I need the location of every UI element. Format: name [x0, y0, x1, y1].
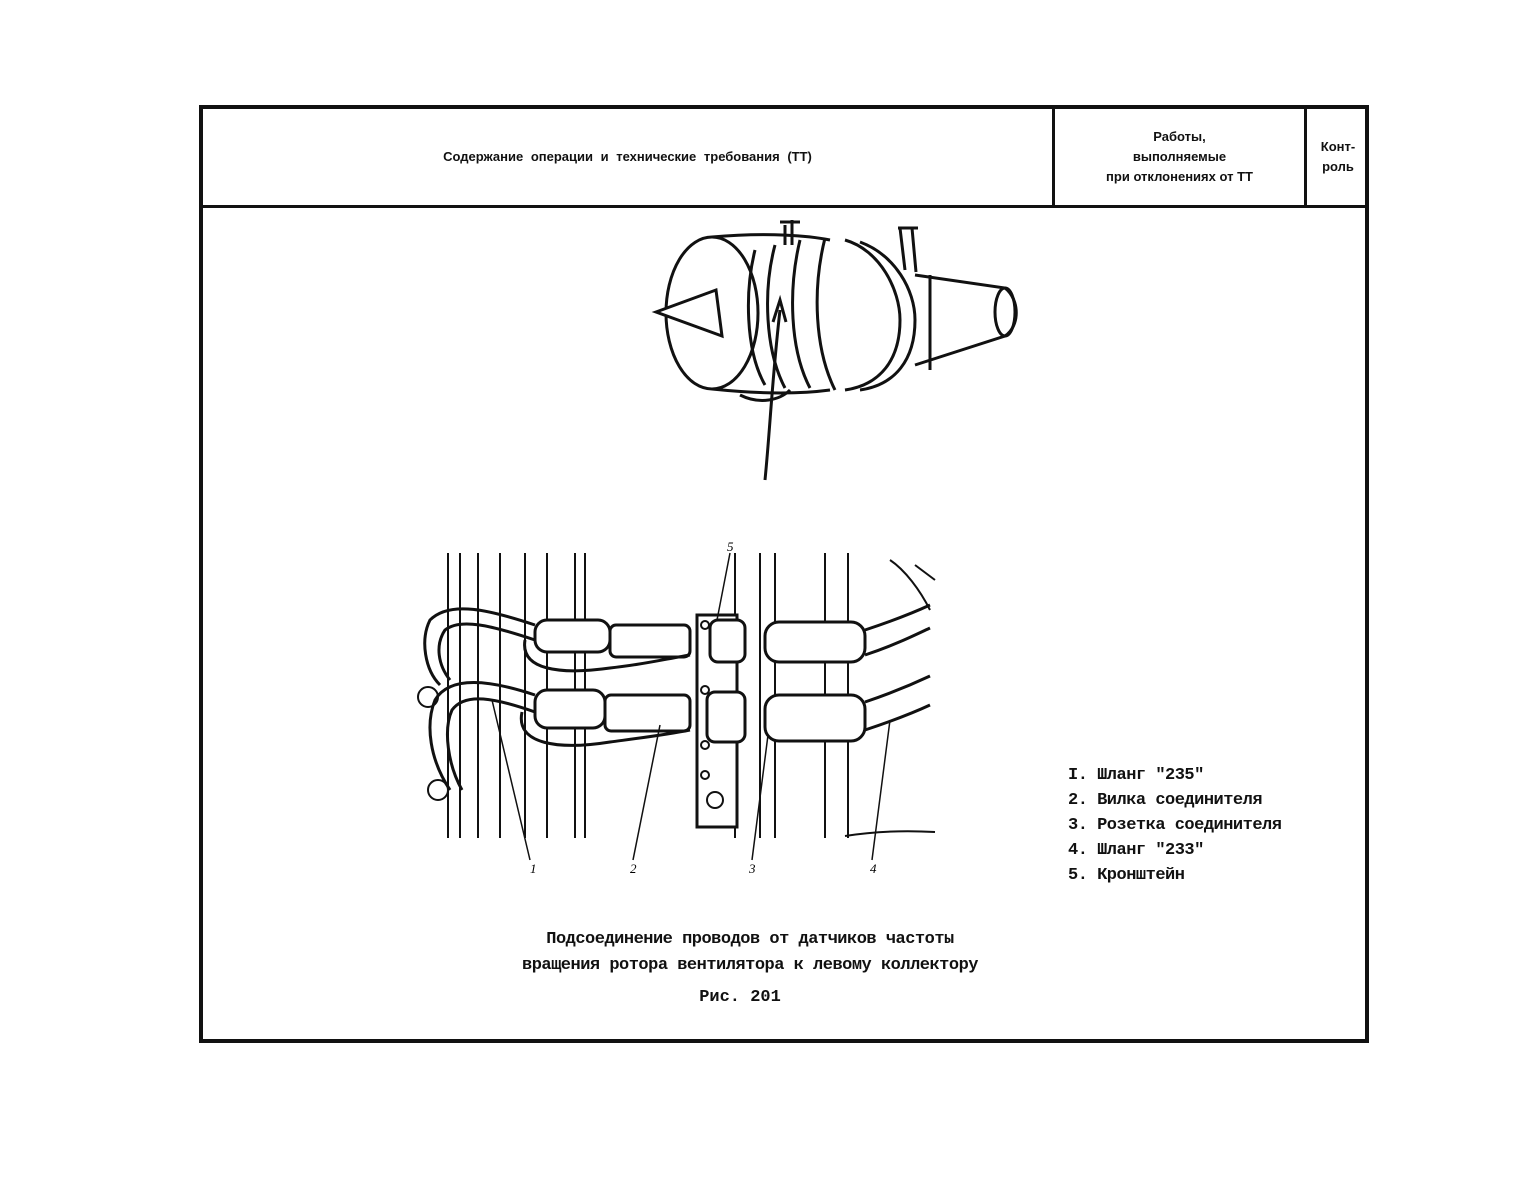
legend-item: 2. Вилка соединителя	[1068, 791, 1263, 810]
callout-4: 4	[870, 861, 877, 876]
header-control-line1: Конт-	[1320, 139, 1356, 154]
figure-number: Рис. 201	[699, 988, 781, 1007]
engine-sketch	[651, 220, 1018, 481]
parts-legend: I. Шланг "235" 2. Вилка соединителя 3. Р…	[1068, 763, 1282, 888]
callout-labels: 1 2 3 4 5	[530, 539, 877, 876]
legend-item: 5. Кронштейн	[1068, 866, 1185, 885]
header-works-column: Работы, выполняемые при отклонениях от Т…	[1055, 109, 1307, 205]
figure-caption-line1: Подсоединение проводов от датчиков часто…	[546, 930, 954, 949]
document-frame: Содержание операции и технические требов…	[199, 105, 1369, 1043]
callout-3: 3	[748, 861, 756, 876]
header-works-line3: при отклонениях от ТТ	[1106, 169, 1253, 184]
table-header: Содержание операции и технические требов…	[203, 109, 1365, 208]
callout-2: 2	[630, 861, 637, 876]
header-control-column: Конт- роль	[1307, 109, 1369, 205]
legend-item: I. Шланг "235"	[1068, 766, 1204, 785]
callout-5: 5	[727, 539, 734, 554]
header-control-line2: роль	[1322, 159, 1354, 174]
header-works-line2: выполняемые	[1132, 149, 1227, 164]
header-content-label: Содержание операции и технические требов…	[443, 149, 812, 164]
header-content-column: Содержание операции и технические требов…	[203, 109, 1055, 205]
connector-sketch	[417, 552, 936, 861]
figure-caption-line2: вращения ротора вентилятора к левому кол…	[522, 956, 978, 975]
header-works-line1: Работы,	[1153, 129, 1206, 144]
callout-1: 1	[530, 861, 537, 876]
legend-item: 4. Шланг "233"	[1068, 841, 1204, 860]
legend-item: 3. Розетка соединителя	[1068, 816, 1282, 835]
